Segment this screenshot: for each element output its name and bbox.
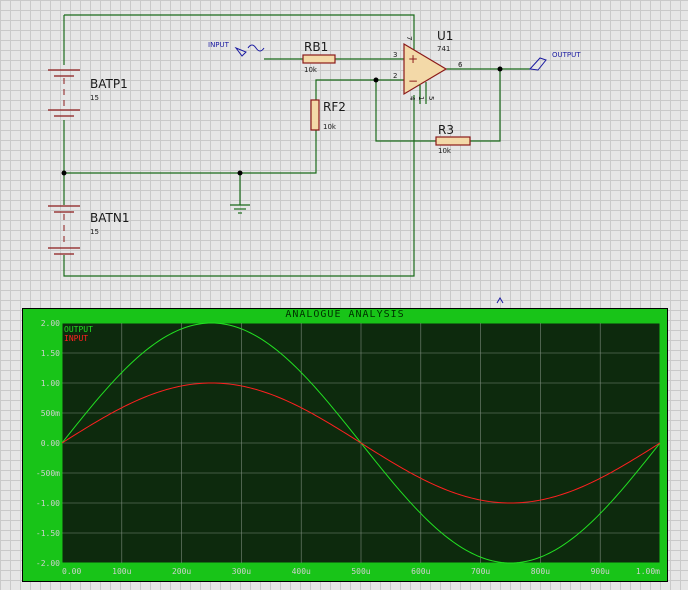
batp1-name: BATP1 <box>90 77 128 91</box>
x-tick-label: 500u <box>351 567 370 576</box>
resistor-rf2[interactable] <box>310 99 320 131</box>
probe-marker-icon <box>496 297 504 304</box>
graph-plot[interactable]: 2.00 1.50 1.00 500m 0.00 -500m -1.00 -1.50 -2.00… <box>23 309 667 581</box>
batn1-value: 15 <box>90 228 99 236</box>
junction-dot <box>237 170 243 176</box>
r3-name: R3 <box>438 123 454 137</box>
x-tick-label: 400u <box>292 567 311 576</box>
junction-dot <box>61 170 67 176</box>
rb1-name: RB1 <box>304 40 328 54</box>
opamp-plus-sign: + <box>408 52 418 66</box>
wire-ground[interactable] <box>64 130 317 174</box>
opamp-name: U1 <box>437 29 453 43</box>
wire-top-rail[interactable] <box>64 14 415 35</box>
output-terminal[interactable]: OUTPUT <box>528 51 581 71</box>
rb1-value: 10k <box>304 66 318 74</box>
r3-value: 10k <box>438 147 452 155</box>
y-tick-label: 500m <box>41 409 60 418</box>
input-terminal-label: INPUT <box>208 41 230 49</box>
graph-title[interactable]: ANALOGUE ANALYSIS <box>23 309 667 321</box>
y-tick-label: -1.50 <box>36 529 60 538</box>
opamp-pin-noninv: 3 <box>393 51 397 59</box>
batn1-name: BATN1 <box>90 211 129 225</box>
terminal-arrow-icon <box>528 57 547 71</box>
wire-feedback-right[interactable] <box>470 69 501 142</box>
x-tick-label: 900u <box>591 567 610 576</box>
opamp-pin-4: 4 <box>408 96 416 101</box>
batp1-value: 15 <box>90 94 99 102</box>
y-tick-label: 1.00 <box>41 379 60 388</box>
ground-icon <box>230 204 250 214</box>
battery-batn1[interactable] <box>48 205 80 255</box>
resistor-rb1[interactable] <box>302 54 336 64</box>
opamp-minus-sign: − <box>408 74 418 88</box>
junction-dot <box>373 77 379 83</box>
schematic-canvas[interactable]: BATP1 15 BATN1 15 INPUT RB1 10k RF2 10k … <box>0 0 688 305</box>
x-tick-label: 1.00m <box>636 567 660 576</box>
wire-inverting[interactable] <box>315 79 404 100</box>
x-tick-label: 300u <box>232 567 251 576</box>
opamp-pin-7: 7 <box>405 36 413 40</box>
y-tick-label: 2.00 <box>41 319 60 328</box>
wire-feedback[interactable] <box>375 80 436 142</box>
opamp-pin-inv: 2 <box>393 72 397 80</box>
x-tick-label: 600u <box>411 567 430 576</box>
battery-batp1[interactable] <box>48 69 80 117</box>
resistor-r3[interactable] <box>435 136 471 146</box>
rf2-value: 10k <box>323 123 337 131</box>
analogue-analysis-graph[interactable]: ANALOGUE ANALYSIS 2.00 1.50 1.00 500m 0.00 -5… <box>22 308 668 582</box>
y-tick-label: 1.50 <box>41 349 60 358</box>
opamp-pin-1: 1 <box>417 96 425 100</box>
y-tick-label: -2.00 <box>36 559 60 568</box>
x-tick-label: 0.00 <box>62 567 81 576</box>
legend-input: INPUT <box>64 334 88 343</box>
x-tick-label: 200u <box>172 567 191 576</box>
x-tick-label: 800u <box>531 567 550 576</box>
input-terminal[interactable]: INPUT <box>208 41 265 57</box>
y-tick-label: 0.00 <box>41 439 60 448</box>
junction-dot <box>497 66 503 72</box>
x-tick-label: 700u <box>471 567 490 576</box>
opamp-pin-out: 6 <box>458 61 463 69</box>
wire-batn-bottom[interactable] <box>63 95 415 277</box>
series-input-line <box>61 382 661 504</box>
output-terminal-label: OUTPUT <box>552 51 581 59</box>
legend-output: OUTPUT <box>64 325 93 334</box>
opamp-model: 741 <box>437 45 450 53</box>
y-tick-label: -500m <box>36 469 60 478</box>
y-tick-label: -1.00 <box>36 499 60 508</box>
terminal-arrow-icon <box>234 46 247 57</box>
x-tick-label: 100u <box>112 567 131 576</box>
rf2-name: RF2 <box>323 100 346 114</box>
sine-source-icon <box>247 44 265 52</box>
opamp-u1[interactable] <box>403 42 448 104</box>
opamp-pin-5: 5 <box>427 96 435 100</box>
